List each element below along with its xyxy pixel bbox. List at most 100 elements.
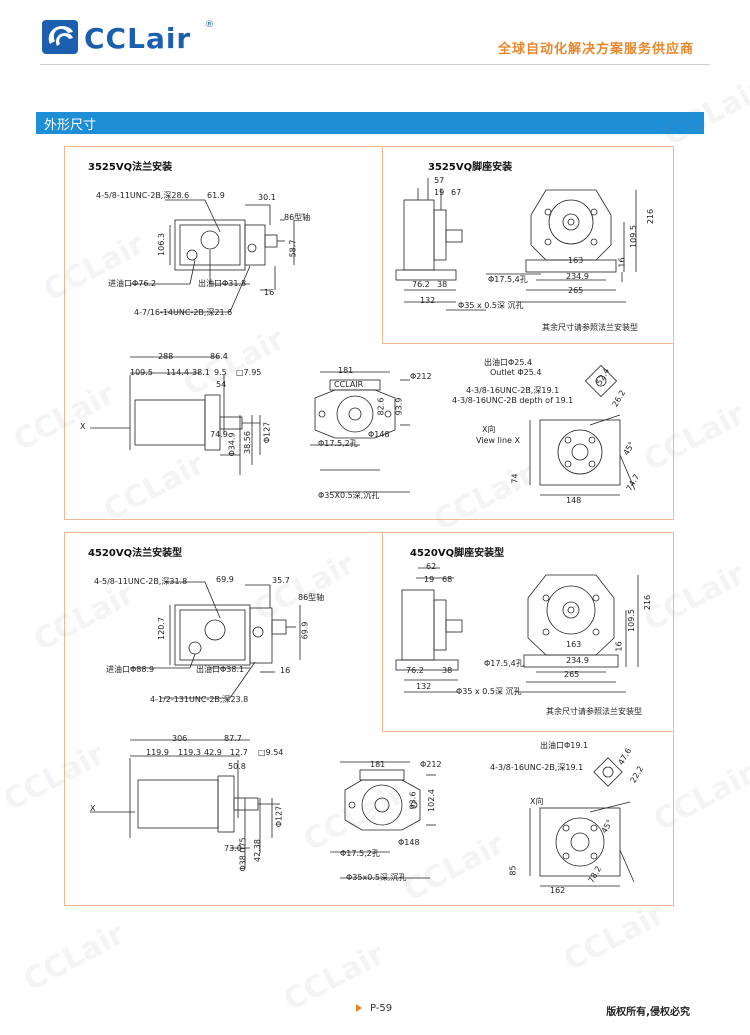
view-label-en: View line X	[476, 436, 520, 445]
dimension-label: 16	[617, 257, 627, 268]
dimension-label: 69.9	[300, 621, 310, 640]
dimension-label: 35.7	[272, 576, 290, 585]
dimension-label: 93.6	[408, 791, 418, 810]
dimension-label: 163	[566, 640, 582, 649]
dimension-label: 16	[614, 641, 624, 652]
dimension-label: 234.9	[566, 272, 589, 281]
dimension-label: 16	[264, 288, 275, 297]
dimension-label: 61.9	[207, 191, 225, 200]
label: 4-3/8-16UNC-2B,深19.1	[466, 386, 560, 395]
drawing-4520-foot	[395, 567, 639, 693]
page-number: P-59	[370, 1003, 393, 1014]
dimension-label: Φ127	[262, 421, 272, 444]
label: 4-5/8-11UNC-2B,深28.6	[96, 191, 190, 200]
dimension-label: 306	[172, 734, 188, 743]
dimension-label: 58.7	[288, 239, 298, 258]
dimension-label: 265	[564, 670, 580, 679]
panel-title-3525-flange: 3525VQ法兰安装	[88, 162, 173, 173]
dimension-label: Φ148	[398, 838, 420, 847]
dimension-label: 162	[550, 886, 566, 895]
watermark: CCLair	[558, 896, 671, 979]
outlet-label: 出油口Φ31.8	[198, 279, 247, 288]
inlet-label: 进油口Φ76.2	[108, 279, 157, 288]
dimension-label: 38	[437, 280, 448, 289]
dimension-label: 76.2	[412, 280, 430, 289]
dimension-label: Φ17.5,2孔	[318, 439, 358, 448]
panel-title-4520-flange: 4520VQ法兰安装型	[88, 548, 183, 559]
dimension-label: 76.2	[406, 666, 424, 675]
view-x-label: X	[90, 804, 96, 813]
dimension-label: Φ212	[410, 372, 432, 381]
drawing-4520-flange	[130, 581, 301, 699]
key-label: □7.95	[236, 368, 262, 377]
key-label: □9.54	[258, 748, 284, 757]
dimension-label: 9.5	[214, 368, 227, 377]
dimension-label: 57	[434, 176, 445, 185]
dimension-label: 82.6	[376, 397, 386, 416]
dimension-label: 119.9	[146, 748, 169, 757]
dimension-label: 106.3	[156, 233, 166, 256]
dimension-label: Φ35x0.5深,沉孔	[346, 873, 407, 882]
logo-text: CCLair	[84, 22, 192, 55]
dimension-label: 87.7	[224, 734, 242, 743]
dimension-label: Φ17.5,2孔	[340, 849, 380, 858]
dimension-label: 109.5	[130, 368, 153, 377]
panel-note: 其余尺寸请参照法兰安装型	[542, 323, 638, 332]
dimension-label: 50.8	[228, 762, 246, 771]
dimension-label: 54	[216, 380, 227, 389]
dimension-label: 114.4	[166, 368, 189, 377]
dimension-label: 62	[426, 562, 437, 571]
dimension-label: Φ35X0.5深,沉孔	[318, 491, 380, 500]
tagline: 全球自动化解决方案服务供应商	[497, 42, 694, 57]
inlet-label: 进油口Φ88.9	[106, 665, 155, 674]
dimension-label: 86.4	[210, 352, 228, 361]
panel-4520-foot-box	[382, 532, 674, 732]
drawing-3525-front	[310, 371, 410, 493]
section-bar	[36, 112, 704, 134]
dimension-label: 19	[424, 575, 435, 584]
dimension-label: Φ148	[368, 430, 390, 439]
plate-label: CCLAIR	[334, 380, 364, 389]
dimension-label: 74	[510, 473, 520, 484]
dimension-label: 38.56	[242, 431, 252, 454]
dimension-label: 216	[643, 594, 653, 611]
header-divider	[40, 64, 710, 65]
dimension-label: 68	[442, 575, 453, 584]
dimension-label: 132	[420, 296, 436, 305]
registered-mark: ®	[205, 20, 214, 30]
dimension-label: 265	[568, 286, 584, 295]
dimension-label: 73.0	[224, 844, 242, 853]
dimension-label: 119.3	[178, 748, 201, 757]
dimension-label: 109.5	[628, 225, 638, 248]
dimension-label: 181	[370, 760, 386, 769]
dimension-label: Φ38.075	[238, 837, 248, 872]
dimension-label: 93.9	[394, 397, 404, 416]
label-en: 4-3/8-16UNC-2B depth of 19.1	[452, 396, 574, 405]
outlet-label: 出油口Φ19.1	[540, 741, 589, 750]
dimension-label: 163	[568, 256, 584, 265]
dimension-label: 67	[451, 188, 462, 197]
dimension-label: 12.7	[230, 748, 248, 757]
panel-note: 其余尺寸请参照法兰安装型	[546, 707, 642, 716]
shaft-label: 86型轴	[284, 213, 311, 222]
dimension-label: 132	[416, 682, 432, 691]
dimension-label: 216	[646, 208, 656, 225]
drawing-3525-side	[90, 356, 261, 475]
outlet-label: 出油口Φ25.4	[484, 358, 533, 367]
dimension-label: 69.9	[216, 575, 234, 584]
drawing-4520-side	[90, 739, 280, 868]
panel-title-3525-foot: 3525VQ脚座安装	[428, 162, 513, 173]
label: 4-7/16-14UNC-2B,深21.6	[134, 308, 233, 317]
drawing-3525-flange	[130, 199, 295, 313]
dimension-label: 42.9	[204, 748, 222, 757]
label: 4-5/8-11UNC-2B,深31.8	[94, 577, 188, 586]
dimension-label: Φ35 x 0.5深 沉孔	[458, 301, 524, 310]
dimension-label: 19	[434, 188, 445, 197]
view-x-label: X	[80, 422, 86, 431]
drawing-3525-viewx	[529, 364, 636, 496]
drawing-4520-viewx	[529, 757, 635, 887]
label: 4-1/2-131UNC-2B,深23.8	[150, 695, 249, 704]
page-arrow-icon	[356, 1004, 362, 1012]
dimension-label: 148	[566, 496, 582, 505]
dimension-label: 38.1	[192, 368, 210, 377]
